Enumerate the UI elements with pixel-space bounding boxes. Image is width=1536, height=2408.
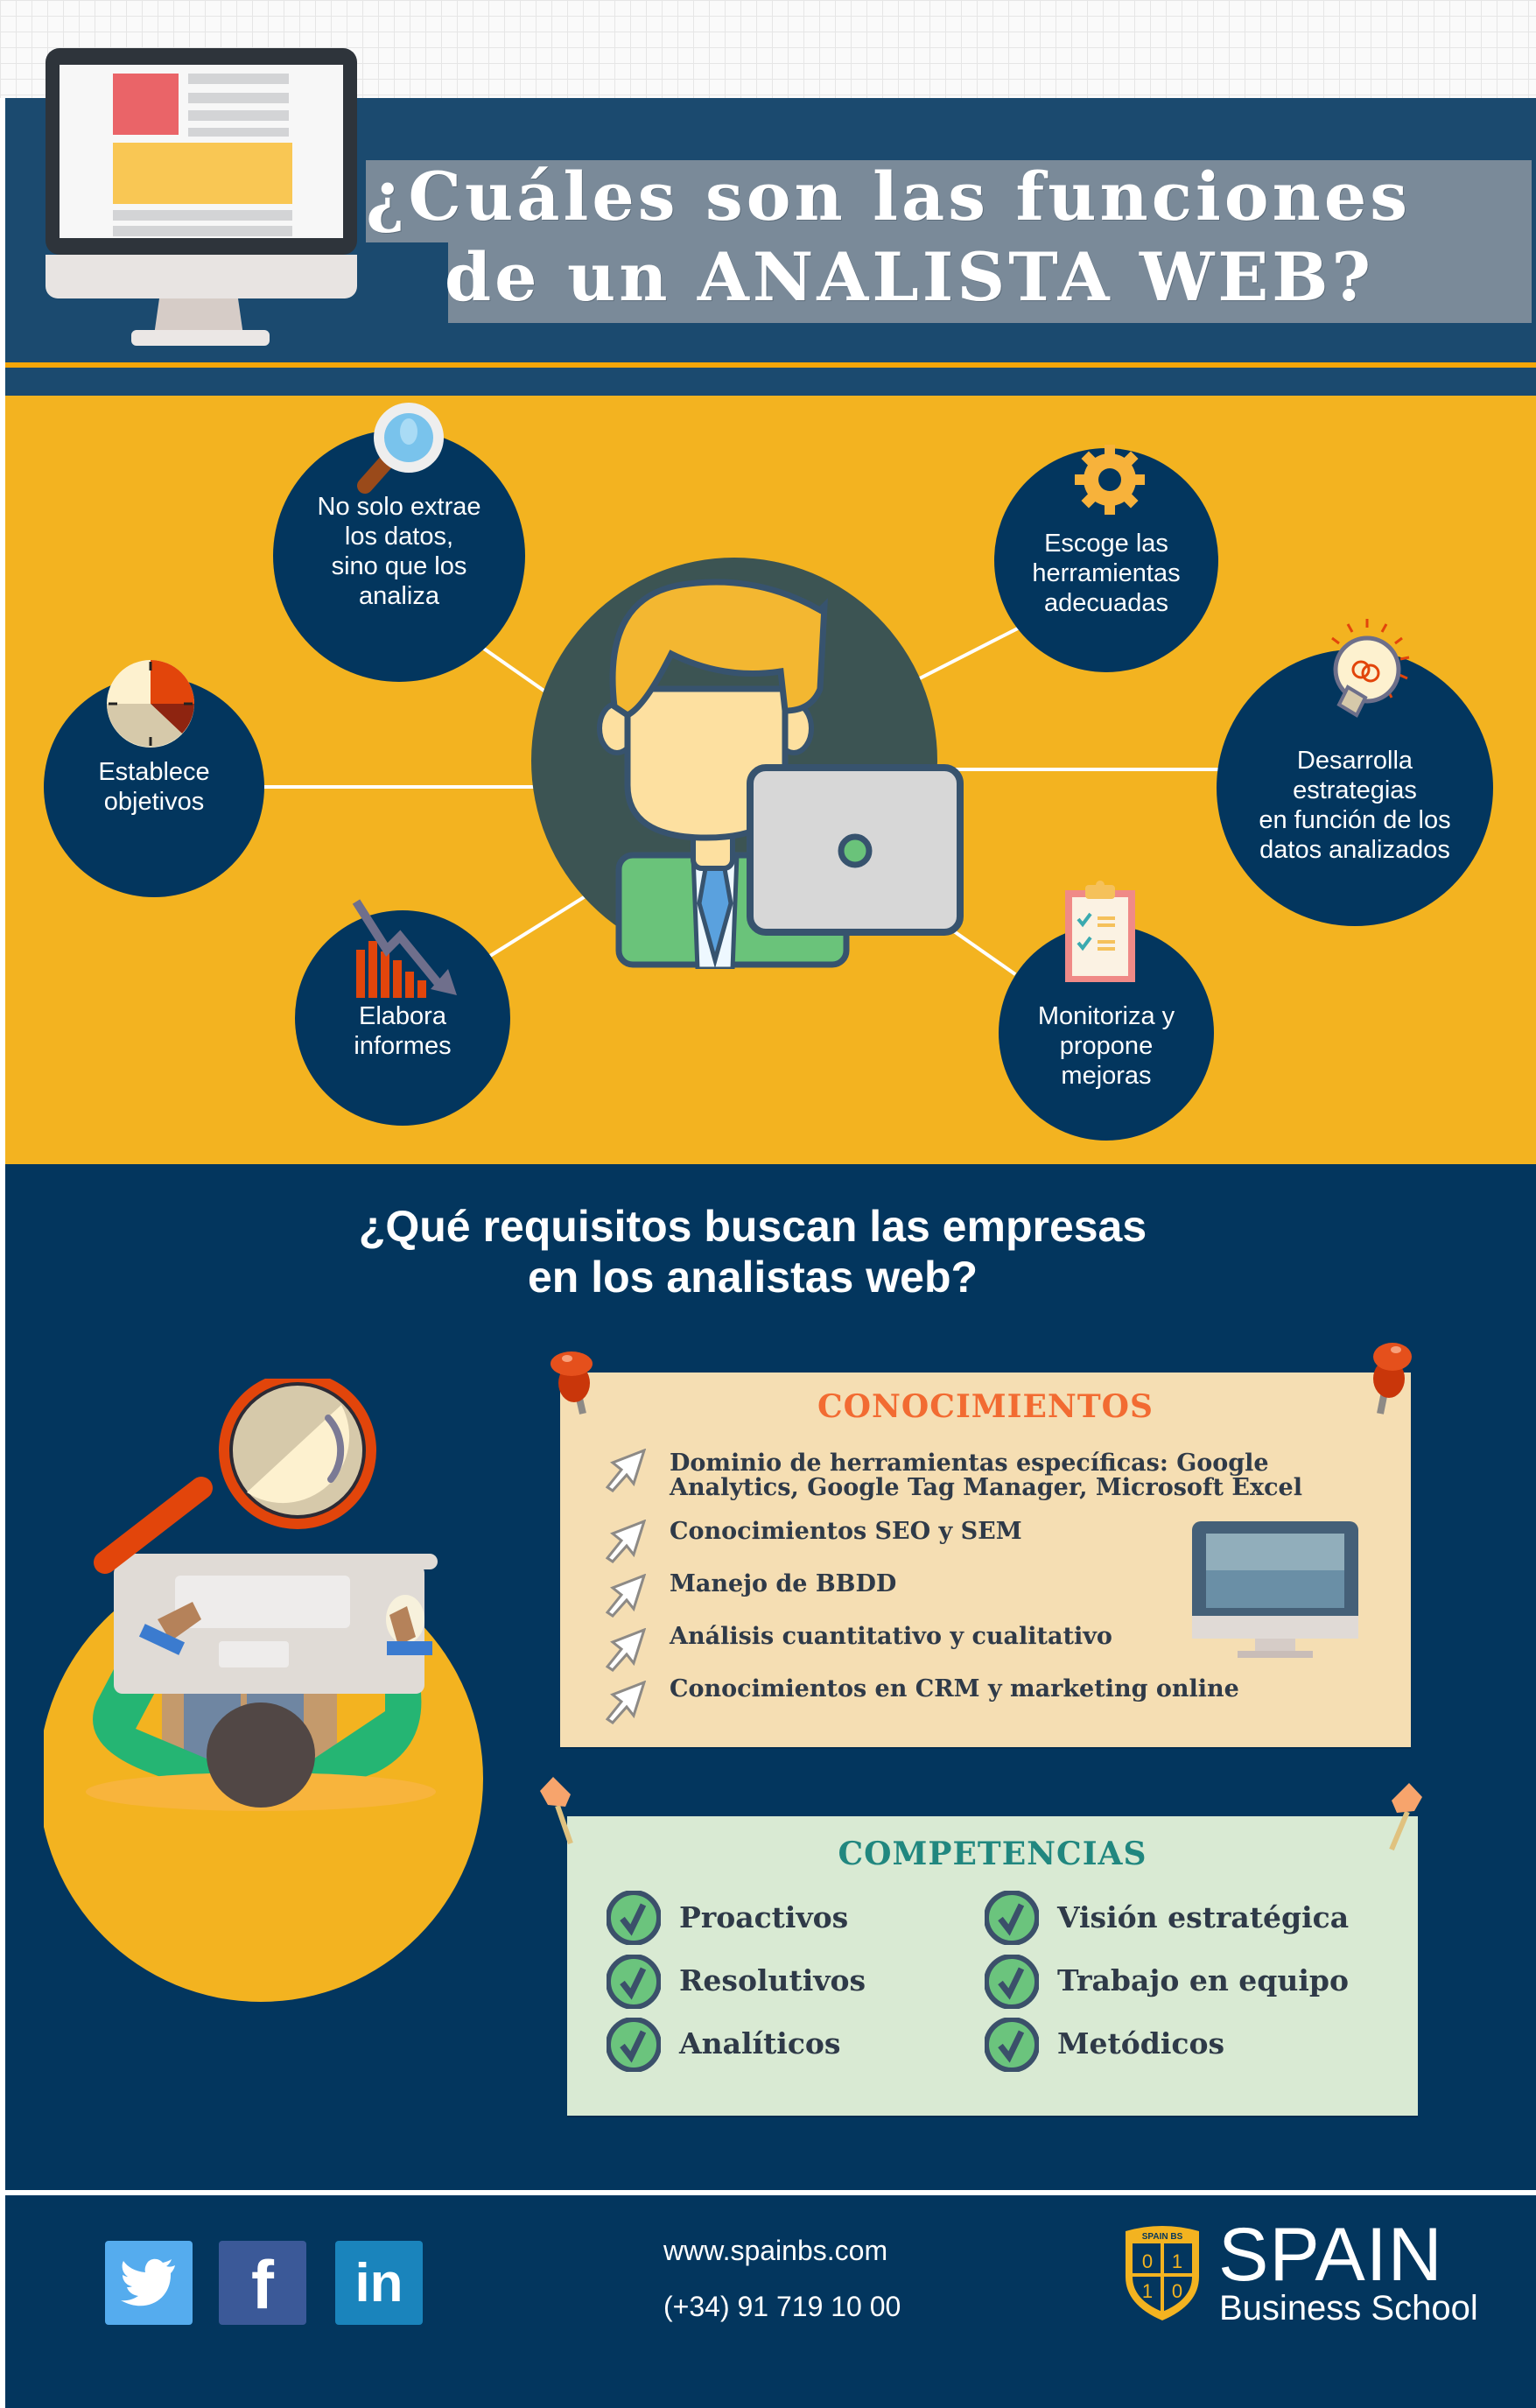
pushpin-icon bbox=[1389, 1783, 1422, 1851]
competencia-item: Metódicos bbox=[1057, 2026, 1225, 2060]
conocimientos-title: CONOCIMIENTOS bbox=[817, 1388, 1154, 1425]
function-bubble-extract-analyze: No solo extrae los datos, sino que los a… bbox=[273, 430, 525, 682]
check-circle-icon bbox=[985, 2018, 1039, 2072]
lightbulb-icon bbox=[1331, 619, 1410, 718]
check-circle-icon bbox=[607, 1891, 661, 1945]
item-text: Dominio de herramientas específicas: Goo… bbox=[670, 1450, 1269, 1477]
check-circle-icon bbox=[607, 1955, 661, 2009]
competencia-item: Trabajo en equipo bbox=[1057, 1963, 1349, 1997]
bubble-text: Establece bbox=[98, 758, 210, 786]
bubble-text: herramientas bbox=[1032, 559, 1181, 587]
conocimientos-item: Dominio de herramientas específicas: Goo… bbox=[670, 1451, 1302, 1500]
bubble-text: objetivos bbox=[103, 788, 205, 816]
svg-text:0: 0 bbox=[1142, 2250, 1153, 2272]
competencias-card: COMPETENCIAS Proactivos Resolutivos Anal… bbox=[567, 1816, 1418, 2116]
bubble-text: Escoge las bbox=[1044, 530, 1168, 558]
conocimientos-item: Conocimientos SEO y SEM bbox=[670, 1518, 1022, 1545]
svg-text:1: 1 bbox=[1142, 2280, 1153, 2302]
bubble-text: mejoras bbox=[1061, 1062, 1152, 1090]
svg-text:0: 0 bbox=[1172, 2280, 1182, 2302]
analyst-at-laptop-icon bbox=[531, 558, 964, 969]
bubble-text: propone bbox=[1059, 1032, 1154, 1060]
bubble-text: Desarrolla bbox=[1296, 747, 1413, 775]
declining-chart-icon bbox=[352, 899, 457, 998]
cursor-arrow-icon bbox=[606, 1520, 646, 1563]
pushpin-icon bbox=[540, 1777, 573, 1844]
svg-text:SPAIN BS: SPAIN BS bbox=[1142, 2232, 1183, 2242]
website-link[interactable]: www.spainbs.com bbox=[663, 2235, 888, 2266]
cursor-arrow-icon bbox=[606, 1449, 646, 1492]
bubble-text: datos analizados bbox=[1259, 836, 1450, 864]
competencia-item: Visión estratégica bbox=[1057, 1900, 1350, 1934]
spain-bs-shield-logo-icon: SPAIN BS 0 1 1 0 bbox=[1126, 2226, 1199, 2320]
footer-separator bbox=[5, 2190, 1536, 2195]
bubble-text: informes bbox=[354, 1032, 452, 1060]
clipboard-checklist-icon bbox=[1065, 881, 1135, 982]
clock-icon bbox=[107, 660, 194, 748]
competencia-item: Analíticos bbox=[679, 2026, 841, 2060]
header-stripe bbox=[5, 362, 1536, 368]
bubble-text: Monitoriza y bbox=[1037, 1002, 1175, 1030]
desktop-monitor-icon bbox=[1192, 1521, 1358, 1658]
facebook-icon: f bbox=[251, 2246, 274, 2323]
competencias-title: COMPETENCIAS bbox=[838, 1836, 1147, 1872]
page-title-line2: de un ANALISTA WEB? bbox=[445, 238, 1375, 316]
logo-name: SPAIN bbox=[1218, 2213, 1443, 2297]
magnifier-icon bbox=[357, 403, 444, 494]
bubble-text: estrategias bbox=[1293, 776, 1417, 804]
connector-line bbox=[263, 785, 543, 789]
conocimientos-item: Análisis cuantitativo y cualitativo bbox=[670, 1623, 1112, 1650]
pushpin-icon bbox=[1373, 1343, 1412, 1415]
desktop-monitor-icon bbox=[46, 48, 357, 346]
bubble-text: adecuadas bbox=[1044, 589, 1168, 617]
requirements-title-line1: ¿Qué requisitos buscan las empresas bbox=[358, 1202, 1147, 1251]
pushpin-icon bbox=[551, 1351, 593, 1415]
check-circle-icon bbox=[985, 1955, 1039, 2009]
competencia-item: Proactivos bbox=[679, 1900, 849, 1934]
svg-text:1: 1 bbox=[1172, 2250, 1182, 2272]
requirements-title-line2: en los analistas web? bbox=[527, 1253, 978, 1302]
connector-line bbox=[928, 768, 1225, 771]
linkedin-icon: in bbox=[354, 2252, 403, 2313]
title-box-line2 bbox=[448, 242, 1532, 323]
twitter-icon bbox=[121, 2258, 175, 2306]
conocimientos-item: Conocimientos en CRM y marketing online bbox=[670, 1675, 1239, 1702]
bubble-text: No solo extrae bbox=[317, 493, 481, 521]
requirements-title: ¿Qué requisitos buscan las empresas en l… bbox=[175, 1201, 1330, 1302]
facebook-link[interactable]: f bbox=[219, 2241, 306, 2325]
bubble-text: los datos, bbox=[344, 523, 454, 551]
bubble-text: sino que los bbox=[331, 552, 467, 580]
gear-icon bbox=[1075, 445, 1145, 515]
phone-number: (+34) 91 719 10 00 bbox=[663, 2291, 901, 2322]
bubble-text: analiza bbox=[359, 582, 439, 610]
competencia-item: Resolutivos bbox=[679, 1963, 866, 1997]
cursor-arrow-icon bbox=[606, 1681, 646, 1724]
title-box-line1 bbox=[366, 160, 1532, 242]
person-at-laptop-illustration bbox=[44, 1379, 483, 2002]
conocimientos-item: Manejo de BBDD bbox=[670, 1570, 897, 1597]
cursor-arrow-icon bbox=[606, 1574, 646, 1618]
header-band-bottom bbox=[5, 368, 1536, 396]
bubble-text: en función de los bbox=[1259, 806, 1451, 834]
check-circle-icon bbox=[607, 2018, 661, 2072]
twitter-link[interactable] bbox=[105, 2241, 193, 2325]
check-circle-icon bbox=[985, 1891, 1039, 1945]
conocimientos-card: CONOCIMIENTOS Dominio de herramientas es… bbox=[560, 1372, 1411, 1747]
page-title-line1: ¿Cuáles son las funciones bbox=[366, 158, 1411, 235]
logo-subtitle: Business School bbox=[1219, 2289, 1478, 2327]
linkedin-link[interactable]: in bbox=[335, 2241, 423, 2325]
cursor-arrow-icon bbox=[606, 1628, 646, 1672]
item-text: Analytics, Google Tag Manager, Microsoft… bbox=[670, 1474, 1302, 1501]
bubble-text: Elabora bbox=[359, 1002, 446, 1030]
